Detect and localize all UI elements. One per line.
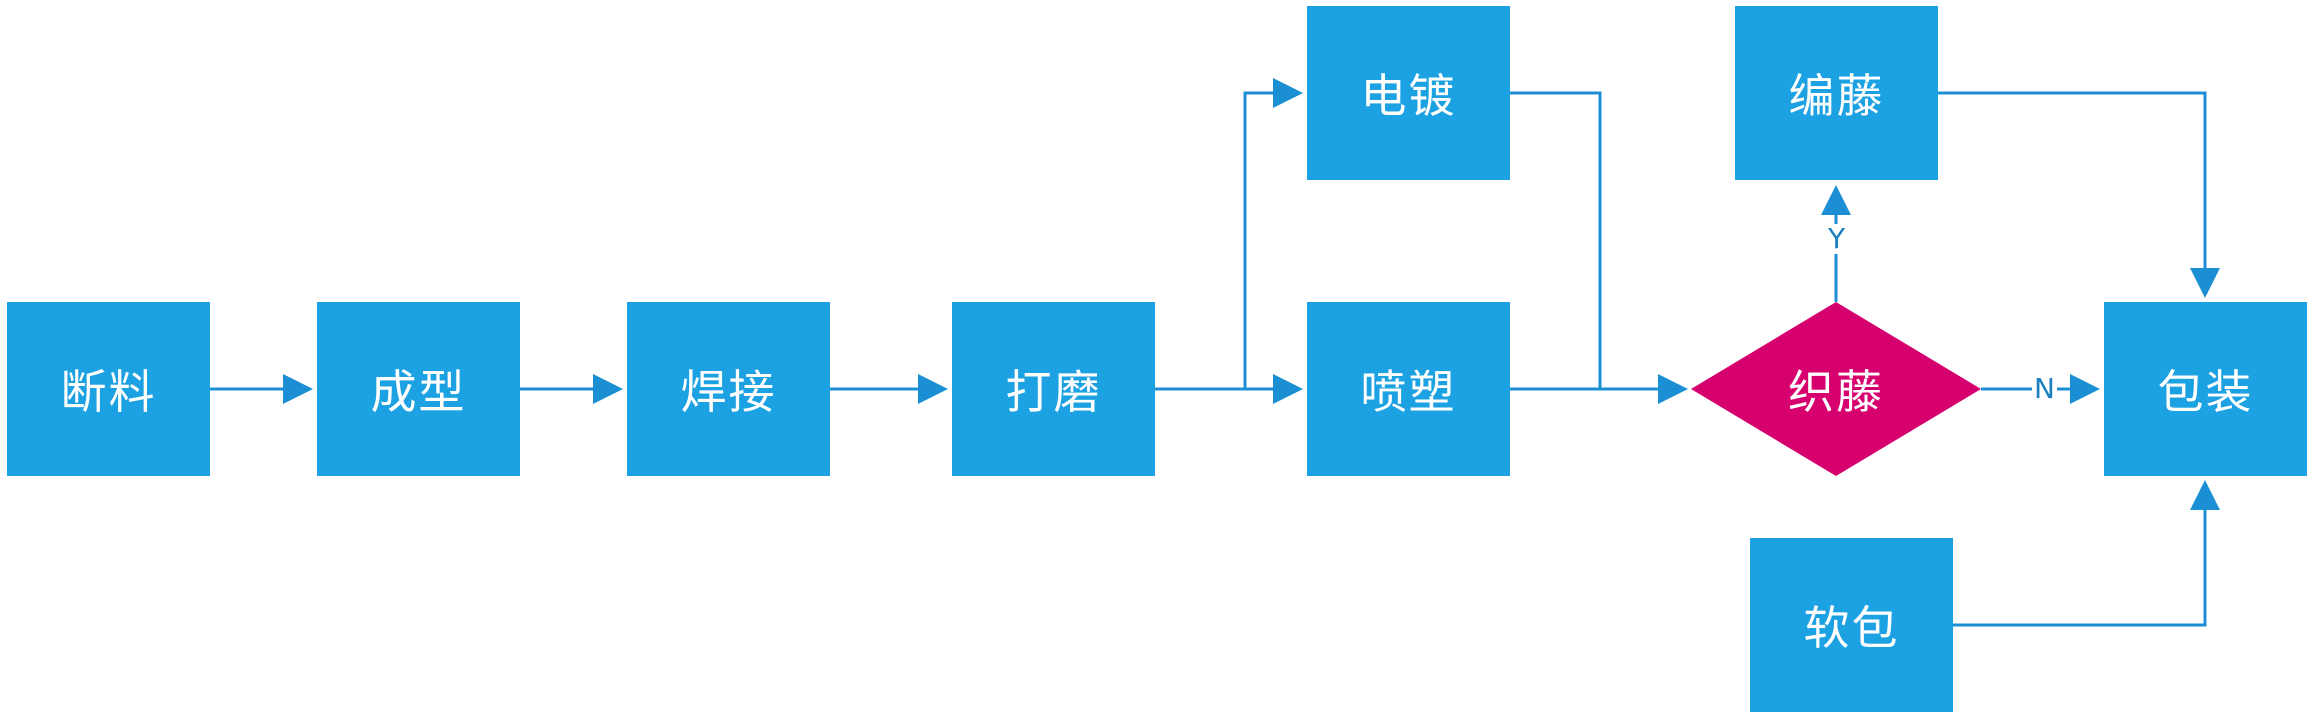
node-ruanbao: 软包: [1750, 538, 1953, 712]
node-hanjie: 焊接: [627, 302, 830, 476]
edge-label-yes: Y: [1826, 222, 1848, 255]
node-hanjie-label: 焊接: [680, 365, 777, 419]
decision-zhiteng-label: 织藤: [1788, 365, 1884, 419]
node-diandu: 电镀: [1307, 6, 1510, 180]
decision-diamond-shape: [1691, 302, 1981, 476]
node-biante-label: 编藤: [1788, 69, 1885, 123]
node-duanliao: 断料: [7, 302, 210, 476]
node-duanliao-label: 断料: [60, 365, 157, 419]
node-pensu: 喷塑: [1307, 302, 1510, 476]
node-baozhuang-label: 包装: [2157, 365, 2254, 419]
node-chengxing: 成型: [317, 302, 520, 476]
edge-damo-diandu: [1243, 78, 1303, 389]
node-baozhuang: 包装: [2104, 302, 2307, 476]
edge-diandu-zhiteng: [1510, 91, 1602, 389]
node-pensu-label: 喷塑: [1360, 365, 1457, 419]
edge-label-no: N: [2032, 372, 2057, 405]
node-biante: 编藤: [1735, 6, 1938, 180]
node-damo-label: 打磨: [1005, 365, 1102, 419]
node-diandu-label: 电镀: [1360, 69, 1457, 123]
decision-zhiteng: 织藤: [1691, 302, 1981, 476]
node-chengxing-label: 成型: [370, 365, 467, 419]
node-ruanbao-label: 软包: [1803, 601, 1900, 655]
edge-biante-baozhuang: [1938, 91, 2220, 298]
edge-ruanbao-baozhuang: [1953, 480, 2220, 627]
node-damo: 打磨: [952, 302, 1155, 476]
